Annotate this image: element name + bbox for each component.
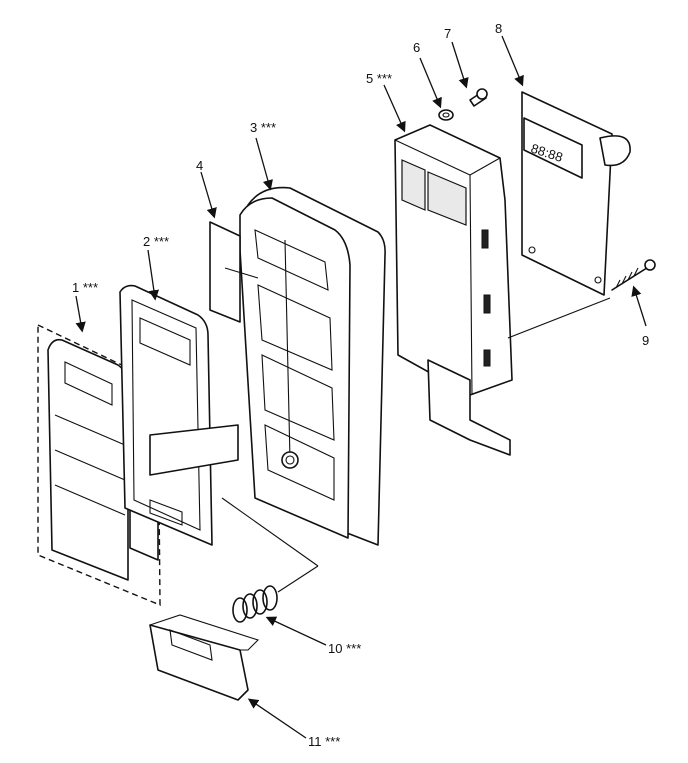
- part-7-screw: [469, 88, 488, 107]
- part-2-membrane-panel: [119, 284, 239, 546]
- callout-1: 1 ***: [72, 280, 98, 295]
- callout-arrows: [75, 35, 647, 739]
- part-10-spring: [232, 585, 278, 623]
- callout-3: 3 ***: [250, 120, 276, 135]
- part-3-control-frame: [239, 186, 386, 546]
- part-8-display-board: 88:88: [521, 91, 631, 296]
- leader-lines: [221, 267, 611, 593]
- part-6-nut: [438, 109, 454, 121]
- callout-8: 8: [495, 21, 502, 36]
- part-11-release-button: [149, 614, 260, 701]
- callout-10: 10 ***: [328, 641, 361, 656]
- part-4-sheet: [209, 221, 241, 323]
- callout-7: 7: [444, 26, 451, 41]
- callout-4: 4: [196, 158, 203, 173]
- callout-2: 2 ***: [143, 234, 169, 249]
- callout-9: 9: [642, 333, 649, 348]
- part-9-screw: [611, 259, 656, 291]
- callout-labels: 1 *** 2 *** 3 *** 4 5 *** 6 7 8 9 10 ***…: [72, 21, 649, 749]
- part-5-control-housing: [394, 124, 513, 456]
- callout-11: 11 ***: [308, 734, 340, 749]
- callout-5: 5 ***: [366, 71, 392, 86]
- callout-6: 6: [413, 40, 420, 55]
